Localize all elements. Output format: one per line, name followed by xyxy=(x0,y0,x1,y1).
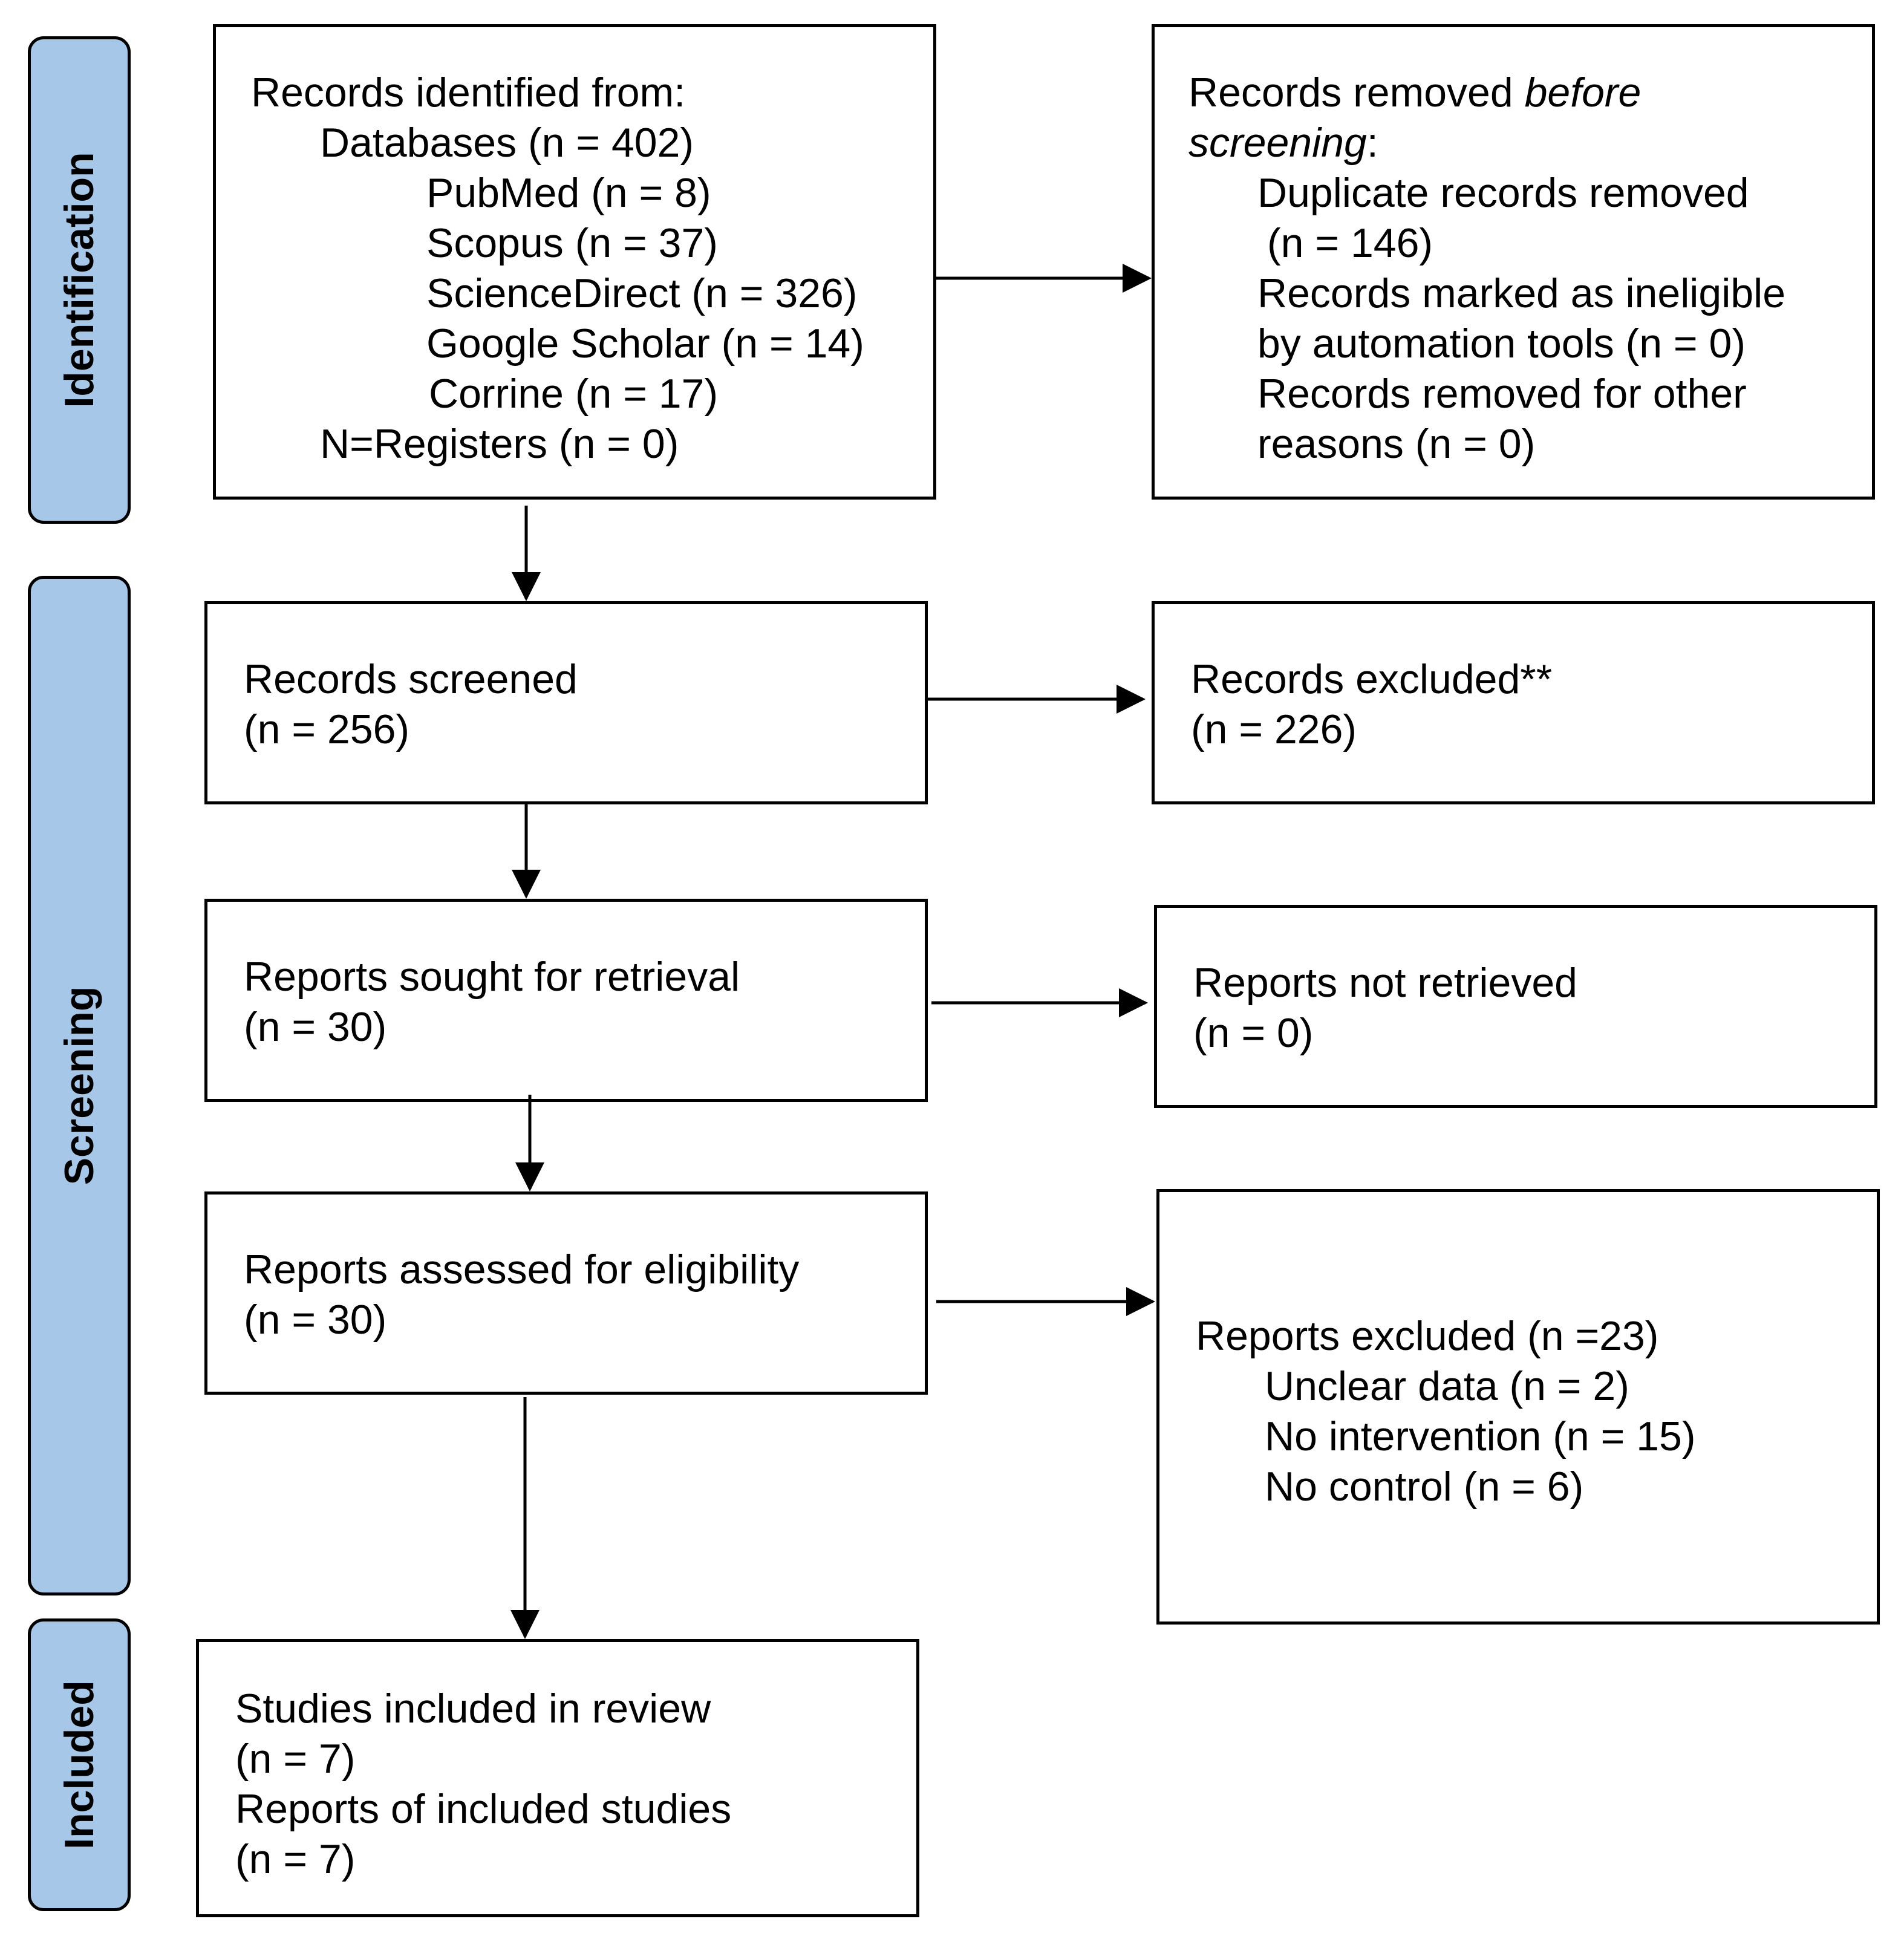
records-identified-box: Records identified from: Databases (n = … xyxy=(213,24,936,500)
ineligible-records-label: Records marked as ineligible xyxy=(1257,270,1786,316)
reports-not-retrieved-label: Reports not retrieved xyxy=(1193,960,1577,1006)
arrowhead-screened-to-excluded xyxy=(1117,685,1146,714)
stage-screening: Screening xyxy=(28,576,131,1595)
other-removed-label: Records removed for other xyxy=(1257,371,1747,417)
records-removed-heading-line2: screening: xyxy=(1188,122,1378,163)
studies-included-label: Studies included in review xyxy=(235,1686,711,1732)
records-removed-heading-plain: Records removed xyxy=(1188,70,1525,116)
reports-excluded-box: Reports excluded (n =23) Unclear data (n… xyxy=(1156,1189,1880,1625)
google-scholar-count: Google Scholar (n = 14) xyxy=(426,321,864,367)
arrowhead-sought-to-assessed xyxy=(515,1162,544,1191)
pubmed-count: PubMed (n = 8) xyxy=(426,170,711,216)
reports-assessed-box: Reports assessed for eligibility (n = 30… xyxy=(204,1191,928,1395)
reports-included-count: (n = 7) xyxy=(235,1836,356,1882)
arrowhead-assessed-to-included xyxy=(510,1610,540,1639)
corrine-count: Corrine (n = 17) xyxy=(429,371,719,417)
stage-identification: Identification xyxy=(28,36,131,524)
records-identified-heading: Records identified from: xyxy=(251,70,686,116)
registers-count: N=Registers (n = 0) xyxy=(320,421,679,467)
sciencedirect-count: ScienceDirect (n = 326) xyxy=(426,270,858,316)
reports-excluded-label: Reports excluded (n =23) xyxy=(1196,1313,1659,1359)
records-excluded-box: Records excluded** (n = 226) xyxy=(1152,601,1875,804)
stage-identification-label: Identification xyxy=(56,152,102,408)
arrowhead-sought-to-not-retrieved xyxy=(1119,988,1148,1017)
reports-not-retrieved-box: Reports not retrieved (n = 0) xyxy=(1154,905,1877,1108)
reports-sought-count: (n = 30) xyxy=(244,1004,387,1050)
records-removed-heading-italic-2: screening xyxy=(1188,120,1367,166)
arrowhead-assessed-to-excluded xyxy=(1126,1287,1155,1316)
reports-not-retrieved-count: (n = 0) xyxy=(1193,1010,1314,1056)
records-removed-heading-italic: before xyxy=(1524,70,1642,116)
reports-assessed-count: (n = 30) xyxy=(244,1297,387,1343)
records-screened-label: Records screened xyxy=(244,656,578,702)
no-intervention-count: No intervention (n = 15) xyxy=(1265,1413,1696,1459)
arrowhead-identified-to-screened xyxy=(512,572,541,601)
arrowhead-identified-to-removed xyxy=(1123,264,1152,293)
stage-included-label: Included xyxy=(56,1680,102,1850)
studies-included-count: (n = 7) xyxy=(235,1736,356,1782)
other-removed-label-2: reasons (n = 0) xyxy=(1257,421,1536,467)
stage-screening-label: Screening xyxy=(56,986,102,1185)
studies-included-box: Studies included in review (n = 7) Repor… xyxy=(196,1639,919,1917)
reports-assessed-label: Reports assessed for eligibility xyxy=(244,1247,800,1292)
arrowhead-screened-to-sought xyxy=(512,870,541,899)
duplicate-records-label: Duplicate records removed xyxy=(1257,170,1749,216)
ineligible-records-label-2: by automation tools (n = 0) xyxy=(1257,321,1746,367)
stage-included: Included xyxy=(28,1618,131,1911)
records-excluded-count: (n = 226) xyxy=(1191,706,1357,752)
duplicate-records-count: (n = 146) xyxy=(1267,220,1433,266)
records-screened-box: Records screened (n = 256) xyxy=(204,601,928,804)
records-removed-heading-colon: : xyxy=(1366,120,1378,166)
records-removed-heading: Records removed before xyxy=(1188,72,1641,113)
unclear-data-count: Unclear data (n = 2) xyxy=(1265,1363,1629,1409)
records-screened-count: (n = 256) xyxy=(244,706,410,752)
no-control-count: No control (n = 6) xyxy=(1265,1464,1584,1510)
records-removed-box: Records removed before screening: Duplic… xyxy=(1152,24,1875,500)
reports-sought-label: Reports sought for retrieval xyxy=(244,954,740,1000)
databases-count: Databases (n = 402) xyxy=(320,120,694,166)
reports-included-label: Reports of included studies xyxy=(235,1786,732,1832)
reports-sought-box: Reports sought for retrieval (n = 30) xyxy=(204,899,928,1102)
scopus-count: Scopus (n = 37) xyxy=(426,220,718,266)
records-excluded-label: Records excluded** xyxy=(1191,656,1553,702)
